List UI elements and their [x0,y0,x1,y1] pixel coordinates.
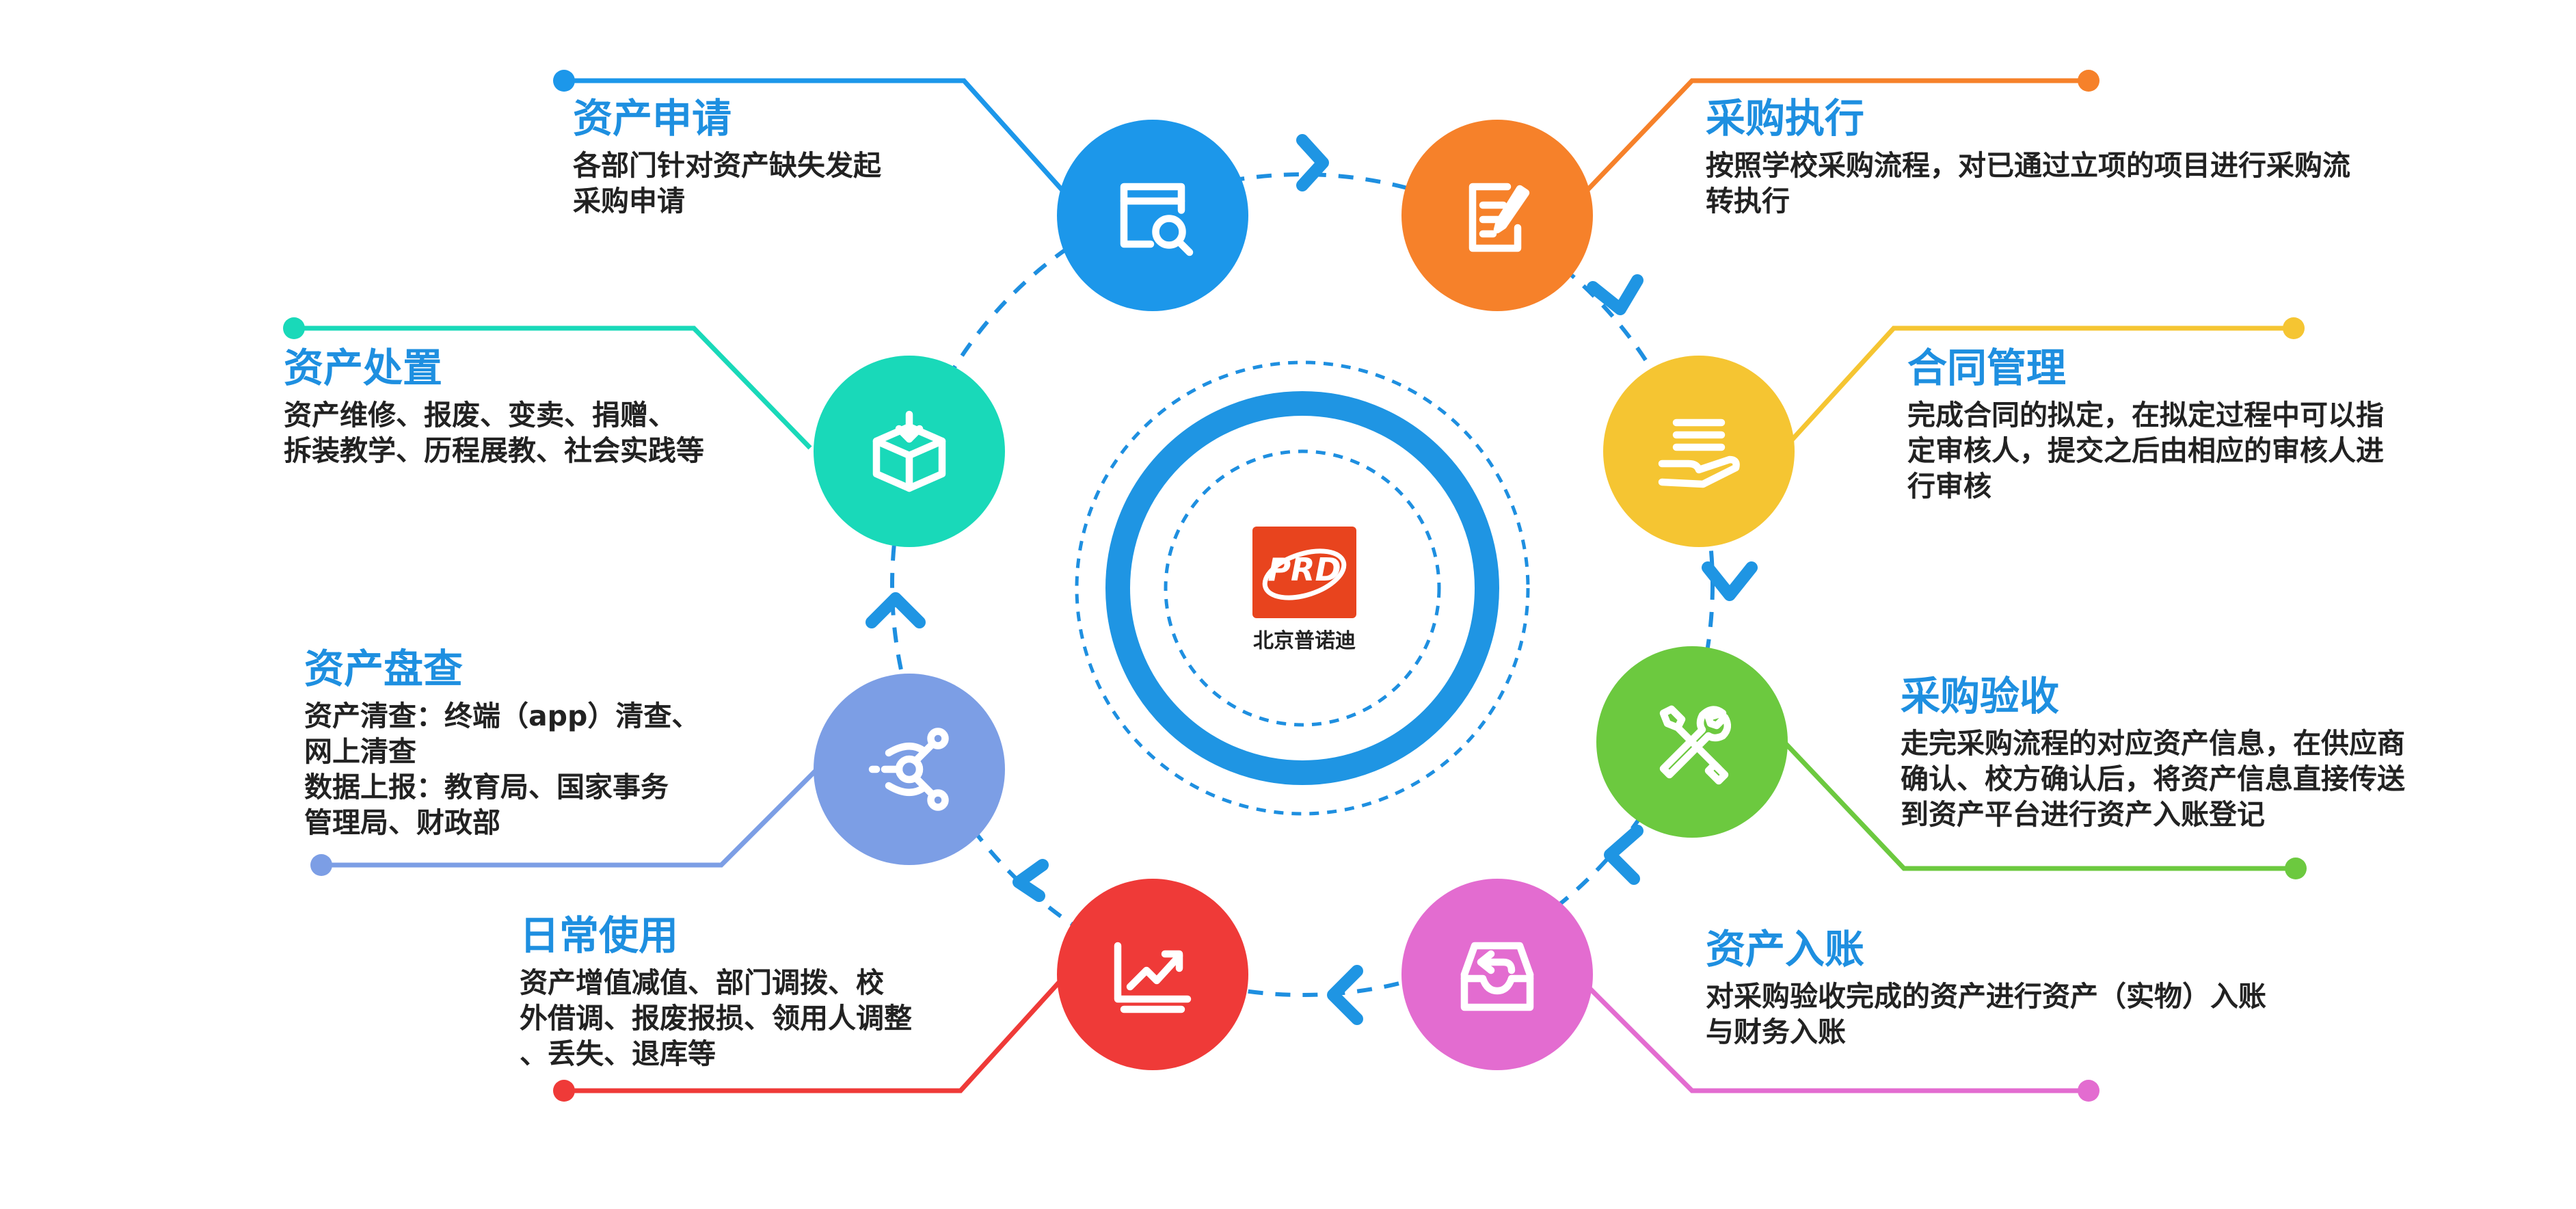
stage-title-disposal: 资产处置 [284,345,443,391]
center-dashed-outer-ring [1075,360,1530,816]
desc-line: 确认、校方确认后，将资产信息直接传送 [1901,762,2405,795]
desc-line: 与财务入账 [1706,1015,1846,1048]
stage-title-accept: 采购验收 [1901,673,2060,719]
edit-document-icon [1468,183,1530,252]
block-accept: 采购验收 走完采购流程的对应资产信息，在供应商 确认、校方确认后，将资产信息直接… [1901,674,2405,832]
hand-document-icon [1658,418,1740,488]
stage-desc-apply: 各部门针对资产缺失发起 采购申请 [573,148,881,219]
stage-title-daily: 日常使用 [520,912,679,959]
desc-line: 、丢失、退库等 [520,1037,716,1070]
leader-disposal [294,326,812,450]
stage-title-inventory: 资产盘查 [304,646,464,692]
stage-desc-daily: 资产增值减值、部门调拨、校 外借调、报废报损、领用人调整 、丢失、退库等 [520,965,912,1072]
stage-title-booking: 资产入账 [1706,926,1865,972]
desc-line: 按照学校采购流程，对已通过立项的项目进行采购流 [1706,149,2350,182]
block-inventory: 资产盘查 资产清查：终端（app）清查、 网上清查 数据上报：教育局、国家事务 … [304,646,699,840]
block-contract: 合同管理 完成合同的拟定，在拟定过程中可以指 定审核人，提交之后由相应的审核人进… [1907,345,2384,504]
desc-line: 网上清查 [304,735,416,768]
stage-desc-contract: 完成合同的拟定，在拟定过程中可以指 定审核人，提交之后由相应的审核人进 行审核 [1907,397,2384,504]
block-disposal: 资产处置 资产维修、报废、变卖、捐赠、 拆装教学、历程展教、社会实践等 [284,345,704,468]
node-disposal[interactable] [814,356,1005,547]
desc-line: 采购申请 [573,185,685,217]
node-contract[interactable] [1603,356,1795,547]
logo-mark: PRD [1252,527,1356,618]
desc-line: 到资产平台进行资产入账登记 [1901,798,2265,831]
desc-line: 转执行 [1706,185,1790,217]
node-execute[interactable] [1401,120,1593,311]
leader-apply [564,78,1069,197]
leader-dot-apply [553,70,575,92]
arrow-apply-to-execute [1296,134,1329,191]
desc-line: 管理局、财政部 [304,806,500,839]
stage-desc-booking: 对采购验收完成的资产进行资产（实物）入账 与财务入账 [1706,979,2266,1050]
box-download-icon [872,410,946,492]
leader-dot-contract [2283,317,2305,339]
desc-line: 资产清查：终端（app）清查、 [304,700,700,732]
desc-line: 外借调、报废报损、领用人调整 [520,1002,912,1035]
arrow-booking-to-daily [1327,965,1363,1025]
desc-line: 拆装教学、历程展教、社会实践等 [284,434,704,467]
leader-dot-accept [2285,858,2307,879]
leader-dot-daily [553,1080,575,1102]
node-accept[interactable] [1596,646,1788,838]
company-logo: PRD 北京普诺迪 [1252,527,1356,653]
node-inventory[interactable] [814,674,1005,865]
desc-line: 完成合同的拟定，在拟定过程中可以指 [1907,399,2384,431]
block-daily: 日常使用 资产增值减值、部门调拨、校 外借调、报废报损、领用人调整 、丢失、退库… [520,913,912,1072]
center-dashed-inner-ring [1164,449,1441,727]
leader-contract [1786,326,2294,447]
block-booking: 资产入账 对采购验收完成的资产进行资产（实物）入账 与财务入账 [1706,927,2266,1050]
desc-line: 各部门针对资产缺失发起 [573,149,881,182]
arrow-accept-to-booking [1604,825,1643,885]
arrow-inventory-to-disposal [866,592,926,628]
leader-inventory [321,750,836,868]
logo-text: PRD [1267,551,1341,588]
stage-desc-accept: 走完采购流程的对应资产信息，在供应商 确认、校方确认后，将资产信息直接传送 到资… [1901,726,2405,832]
desc-line: 行审核 [1907,470,1991,503]
arrow-execute-to-contract [1587,274,1643,315]
node-apply[interactable] [1057,120,1248,311]
block-execute: 采购执行 按照学校采购流程，对已通过立项的项目进行采购流 转执行 [1706,96,2350,219]
block-apply: 资产申请 各部门针对资产缺失发起 采购申请 [573,96,881,219]
desc-line: 资产维修、报废、变卖、捐赠、 [284,399,676,431]
leader-dot-execute [2078,70,2099,92]
node-booking[interactable] [1401,879,1593,1070]
leader-dot-inventory [310,854,332,876]
stage-desc-execute: 按照学校采购流程，对已通过立项的项目进行采购流 转执行 [1706,148,2350,219]
stage-title-execute: 采购执行 [1706,95,1865,142]
leader-dot-booking [2078,1080,2099,1102]
stage-title-contract: 合同管理 [1907,345,2067,391]
network-hub-icon [868,728,949,811]
desc-line: 定审核人，提交之后由相应的审核人进 [1907,434,2384,467]
stage-desc-disposal: 资产维修、报废、变卖、捐赠、 拆装教学、历程展教、社会实践等 [284,397,704,468]
trend-chart-icon [1114,942,1192,1013]
stage-desc-inventory: 资产清查：终端（app）清查、 网上清查 数据上报：教育局、国家事务 管理局、财… [304,698,699,840]
desc-line: 数据上报：教育局、国家事务 [304,771,669,803]
leader-booking [1584,983,2089,1093]
search-box-icon [1120,183,1194,256]
leader-execute [1584,78,2089,194]
node-daily[interactable] [1057,879,1248,1070]
leader-dot-disposal [283,317,305,339]
desc-line: 走完采购流程的对应资产信息，在供应商 [1901,727,2405,760]
inbox-icon [1460,942,1534,1011]
desc-line: 资产增值减值、部门调拨、校 [520,966,884,999]
cycle-ring [890,172,1715,997]
tools-icon [1659,705,1732,785]
leader-accept [1779,736,2296,871]
leader-daily [564,976,1065,1093]
logo-caption: 北京普诺迪 [1253,629,1356,653]
arrow-contract-to-accept [1702,561,1758,601]
stage-title-apply: 资产申请 [573,95,732,142]
desc-line: 对采购验收完成的资产进行资产（实物）入账 [1706,980,2266,1013]
arrow-daily-to-inventory [1012,859,1049,902]
center-thick-ring [1105,391,1499,785]
